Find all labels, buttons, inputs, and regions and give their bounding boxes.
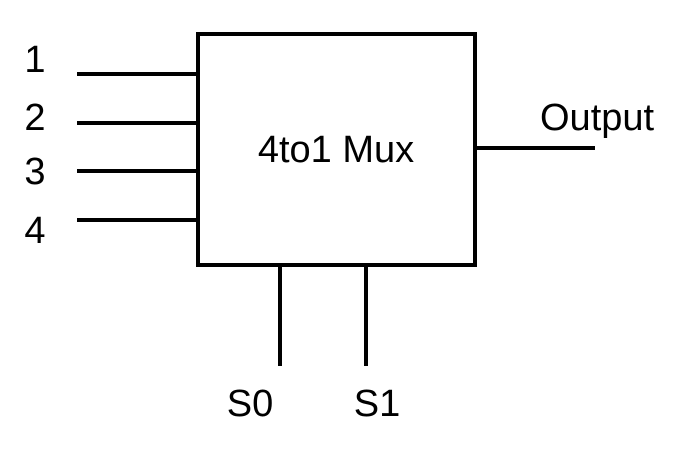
mux-block	[196, 32, 477, 267]
input-label-1: 1	[24, 39, 45, 81]
input-label-3: 3	[24, 151, 45, 193]
mux-block-label: 4to1 Mux	[258, 129, 414, 171]
input-label-2: 2	[24, 97, 45, 139]
input-label-4: 4	[24, 210, 45, 252]
select-label-s1: S1	[354, 383, 400, 425]
select-label-s0: S0	[227, 383, 273, 425]
output-label: Output	[540, 97, 655, 139]
